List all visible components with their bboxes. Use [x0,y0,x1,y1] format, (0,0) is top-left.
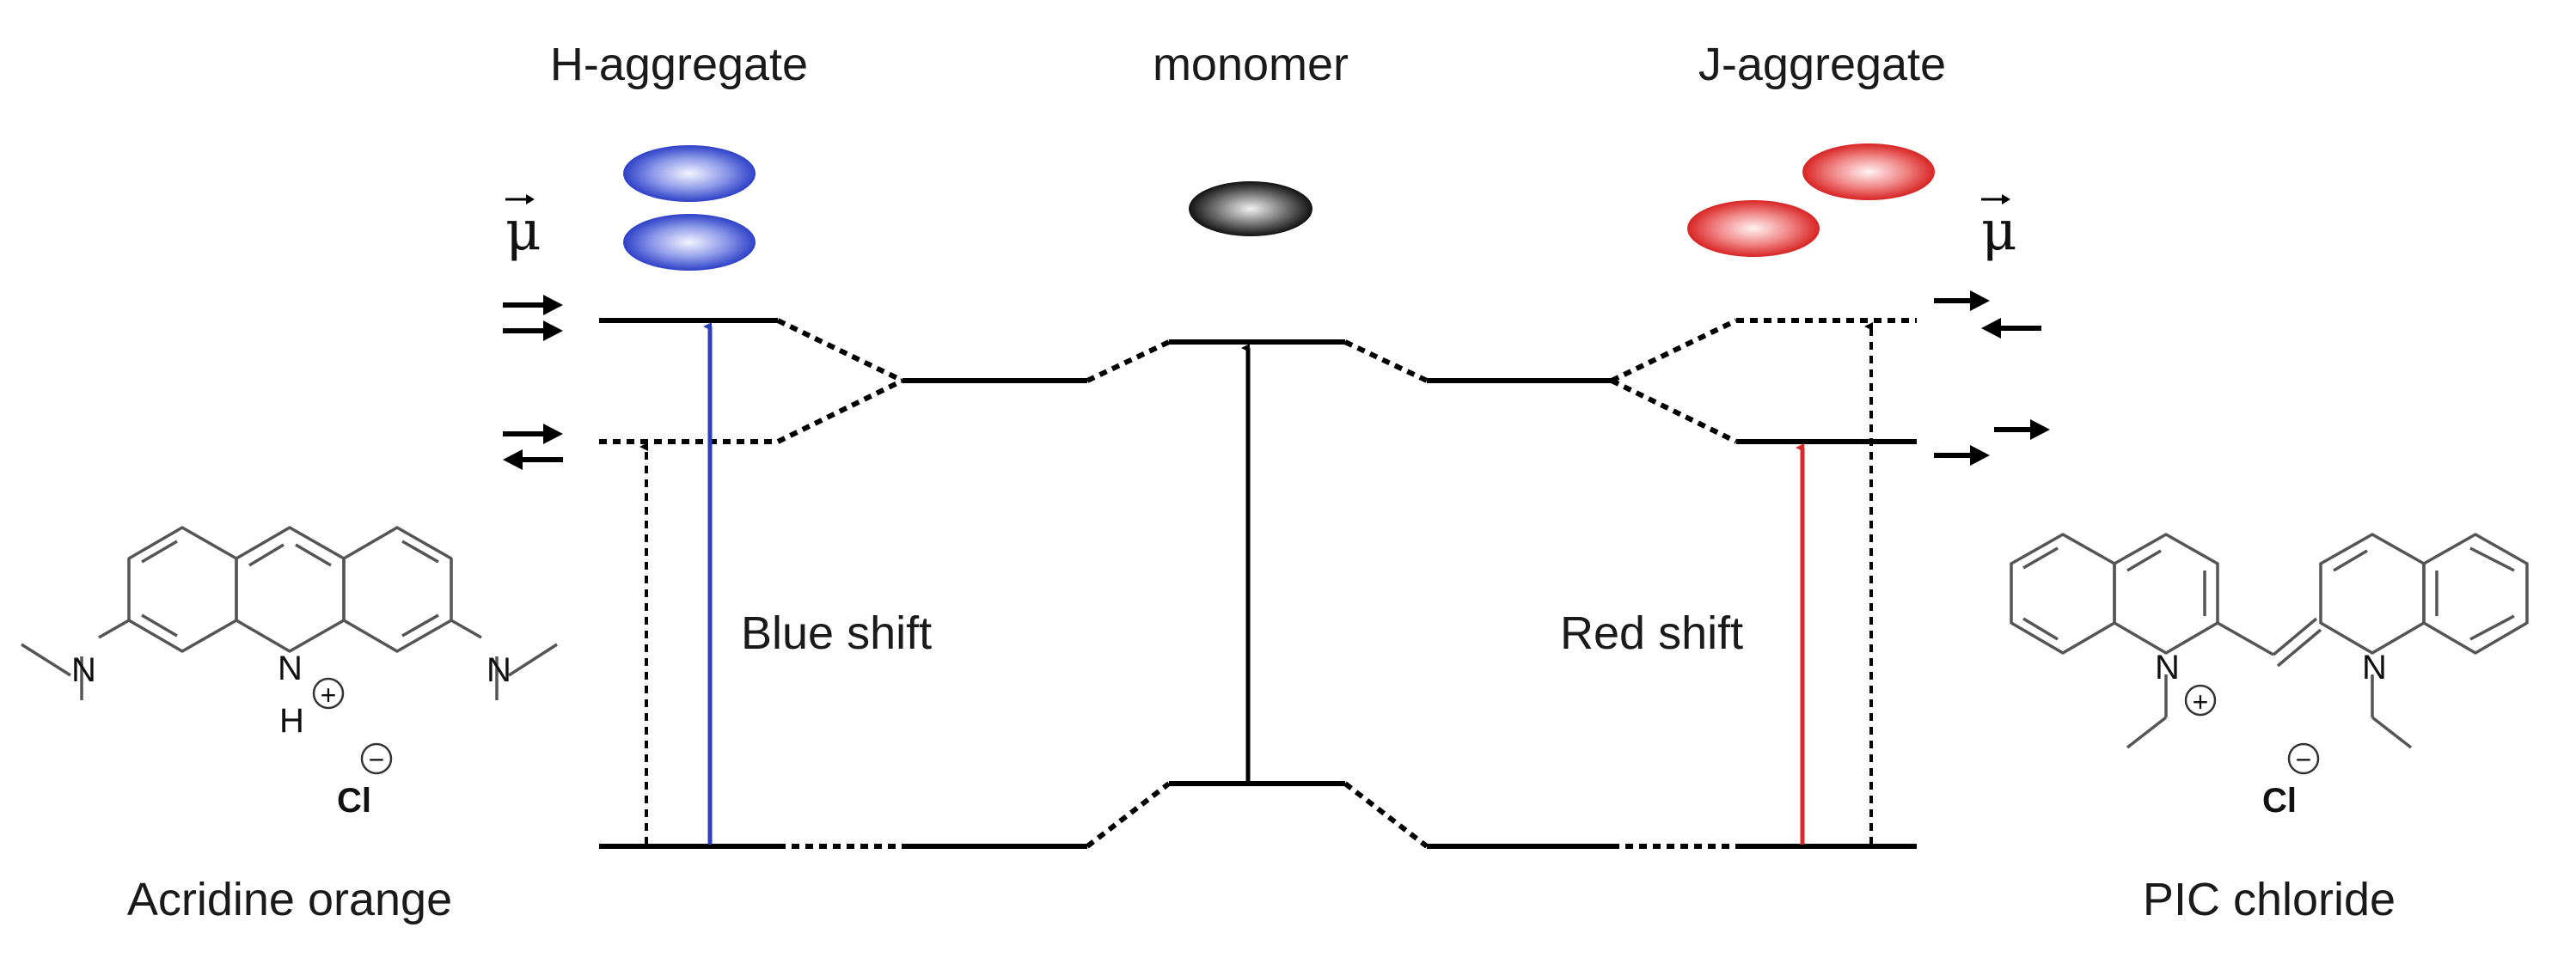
svg-text:μ: μ [1981,199,2017,263]
h-aggregate-title: H-aggregate [550,39,808,90]
pic-chloride-name: PIC chloride [2143,874,2395,925]
svg-text:+: + [2193,686,2209,717]
svg-text:−: − [2296,744,2312,775]
j-aggregate-title: J-aggregate [1698,39,1946,90]
monomer-to-right-excited-connector [1343,339,1429,383]
pic-chloride-structure [2010,533,2529,749]
left-to-monomer-ground-connector [1086,781,1171,849]
svg-text:−: − [369,744,385,775]
svg-text:μ: μ [505,199,542,263]
acridine-positive-charge-icon: + [312,677,345,711]
h-aggregate-molecule-bottom-icon [623,214,756,271]
h-aggregate-antiparallel-dipoles-icon [503,424,563,470]
h-split-connector-lower [776,378,904,444]
red-shift-label: Red shift [1560,607,1743,659]
acridine-amine-left-n: N [71,651,96,689]
j-aggregate-antiparallel-dipoles-icon [1934,290,2041,339]
blue-shift-label: Blue shift [741,607,932,659]
dipole-moment-right-icon: μ [1981,194,2017,263]
acridine-orange-name: Acridine orange [127,874,452,925]
monomer-to-right-ground-connector [1343,781,1429,849]
dipole-moment-left-icon: μ [505,194,542,263]
j-split-connector-upper [1610,318,1738,383]
pic-chloride-ion: Cl [2262,782,2297,820]
pic-ring-n: N [2362,649,2387,686]
pic-chloride-negative-charge-icon: − [2287,742,2320,775]
pic-positive-charge-icon: + [2184,684,2217,717]
h-aggregate-molecule-top-icon [623,145,756,202]
j-aggregate-molecule-top-icon [1802,143,1935,200]
acridine-amine-right-n: N [486,651,511,689]
j-aggregate-head-to-tail-dipoles-icon [1934,419,2050,466]
pic-ring-n-plus: N [2155,649,2180,686]
monomer-title: monomer [1153,39,1349,90]
svg-text:+: + [321,680,337,711]
acridine-chloride-negative-charge-icon: − [360,742,393,775]
left-to-monomer-excited-connector [1086,339,1171,383]
acridine-orange-structure [21,526,558,700]
monomer-molecule-icon [1189,181,1312,236]
acridine-ring-n: N [278,650,303,687]
h-aggregate-parallel-dipoles-icon [503,295,563,341]
h-split-connector-upper [776,318,904,383]
j-split-connector-lower [1610,378,1738,444]
acridine-chloride-ion: Cl [337,782,371,820]
j-aggregate-molecule-bottom-icon [1687,200,1820,257]
acridine-ring-h: H [279,702,304,740]
